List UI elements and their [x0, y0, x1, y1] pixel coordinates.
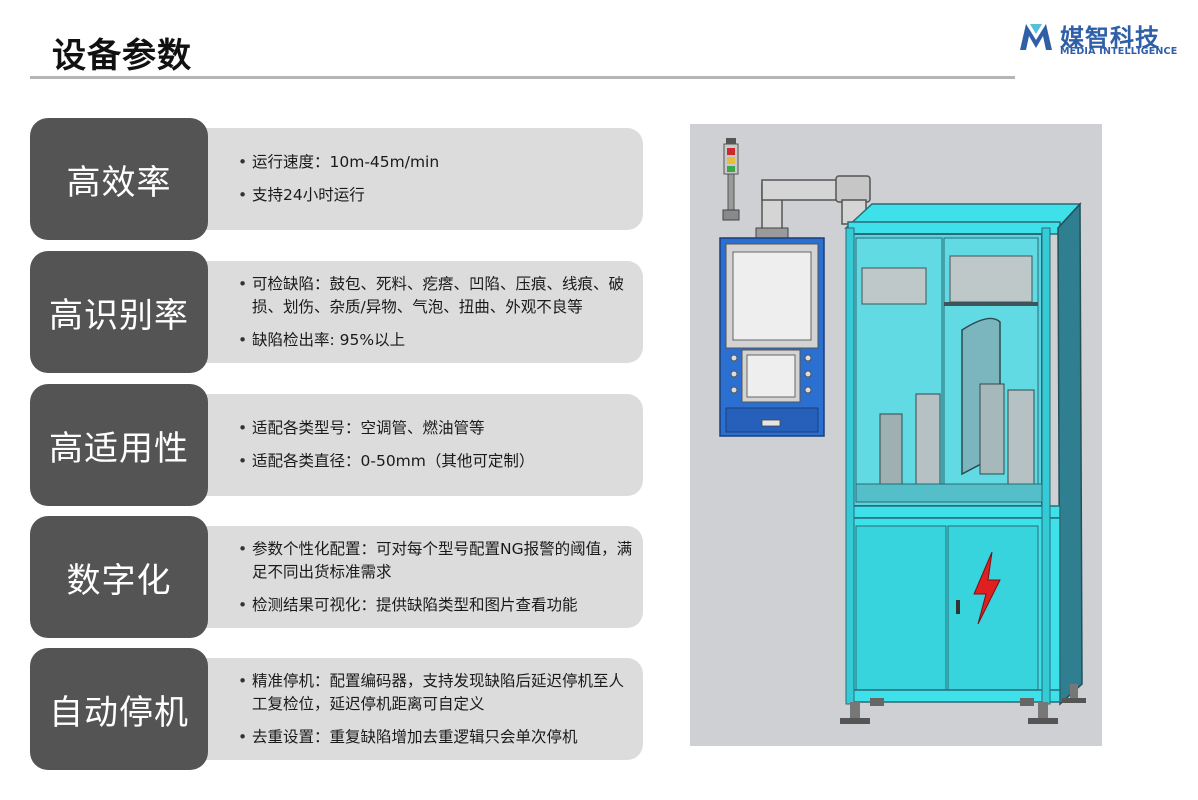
- machine-frame: [844, 202, 1083, 706]
- control-panel: [719, 237, 825, 437]
- feature-bullet: 支持24小时运行: [238, 184, 638, 207]
- mi-logo-icon: [1020, 24, 1052, 50]
- feature-detail-panel: 参数个性化配置：可对每个型号配置NG报警的阈值，满足不同出货标准需求 检测结果可…: [180, 526, 643, 628]
- logo-chinese-name: 媒智科技: [1060, 24, 1160, 52]
- feature-bullet: 参数个性化配置：可对每个型号配置NG报警的阈值，满足不同出货标准需求: [238, 538, 638, 584]
- feature-label: 高适用性: [49, 428, 189, 469]
- feature-bullet: 精准停机：配置编码器，支持发现缺陷后延迟停机至人工复检位，延迟停机距离可自定义: [238, 670, 638, 716]
- feature-bullet-list: 参数个性化配置：可对每个型号配置NG报警的阈值，满足不同出货标准需求 检测结果可…: [238, 526, 638, 628]
- feature-detail-panel: 可检缺陷：鼓包、死料、疙瘩、凹陷、压痕、线痕、破损、划伤、杂质/异物、气泡、扭曲…: [180, 261, 643, 363]
- title-divider: [30, 76, 1015, 79]
- signal-tower-light: [722, 138, 740, 221]
- feature-detail-panel: 适配各类型号：空调管、燃油管等 适配各类直径：0-50mm（其他可定制）: [180, 394, 643, 496]
- logo-english-name: MEDIA INTELLIGENCE: [1060, 46, 1178, 57]
- lightning-warning-icon: [973, 551, 1001, 625]
- overhead-duct: [755, 175, 871, 239]
- feature-label-box: 数字化: [30, 516, 208, 638]
- feature-bullet-list: 精准停机：配置编码器，支持发现缺陷后延迟停机至人工复检位，延迟停机距离可自定义 …: [238, 658, 638, 760]
- feature-detail-panel: 运行速度：10m-45m/min 支持24小时运行: [180, 128, 643, 230]
- feature-bullet-list: 运行速度：10m-45m/min 支持24小时运行: [238, 128, 638, 230]
- feature-bullet: 适配各类直径：0-50mm（其他可定制）: [238, 450, 638, 473]
- feature-label-box: 高识别率: [30, 251, 208, 373]
- feature-bullet: 可检缺陷：鼓包、死料、疙瘩、凹陷、压痕、线痕、破损、划伤、杂质/异物、气泡、扭曲…: [238, 273, 638, 319]
- company-logo: 媒智科技 MEDIA INTELLIGENCE: [1018, 18, 1177, 60]
- feature-detail-panel: 精准停机：配置编码器，支持发现缺陷后延迟停机至人工复检位，延迟停机距离可自定义 …: [180, 658, 643, 760]
- machine-illustration: [690, 124, 1102, 746]
- feature-row-efficiency: 运行速度：10m-45m/min 支持24小时运行 高效率: [30, 118, 645, 240]
- feature-label: 数字化: [66, 560, 172, 601]
- feature-bullet-list: 适配各类型号：空调管、燃油管等 适配各类直径：0-50mm（其他可定制）: [238, 394, 638, 496]
- feature-bullet: 适配各类型号：空调管、燃油管等: [238, 417, 638, 440]
- feature-bullet: 检测结果可视化：提供缺陷类型和图片查看功能: [238, 594, 638, 617]
- feature-label-box: 高效率: [30, 118, 208, 240]
- feature-label-box: 高适用性: [30, 384, 208, 506]
- feature-bullet: 去重设置：重复缺陷增加去重逻辑只会单次停机: [238, 726, 638, 749]
- feature-row-applicability: 适配各类型号：空调管、燃油管等 适配各类直径：0-50mm（其他可定制） 高适用…: [30, 384, 645, 506]
- feature-label-box: 自动停机: [30, 648, 208, 770]
- feature-row-auto-stop: 精准停机：配置编码器，支持发现缺陷后延迟停机至人工复检位，延迟停机距离可自定义 …: [30, 648, 645, 770]
- feature-bullet: 缺陷检出率: 95%以上: [238, 329, 638, 352]
- machine-feet: [840, 684, 1086, 724]
- page-title: 设备参数: [52, 36, 192, 76]
- feature-row-digitalization: 参数个性化配置：可对每个型号配置NG报警的阈值，满足不同出货标准需求 检测结果可…: [30, 516, 645, 638]
- feature-label: 高识别率: [49, 295, 189, 336]
- feature-label: 自动停机: [49, 692, 189, 733]
- feature-bullet: 运行速度：10m-45m/min: [238, 151, 638, 174]
- feature-bullet-list: 可检缺陷：鼓包、死料、疙瘩、凹陷、压痕、线痕、破损、划伤、杂质/异物、气泡、扭曲…: [238, 261, 638, 363]
- feature-row-recognition: 可检缺陷：鼓包、死料、疙瘩、凹陷、压痕、线痕、破损、划伤、杂质/异物、气泡、扭曲…: [30, 251, 645, 373]
- feature-label: 高效率: [66, 162, 172, 203]
- machine-drawing: [719, 138, 1086, 724]
